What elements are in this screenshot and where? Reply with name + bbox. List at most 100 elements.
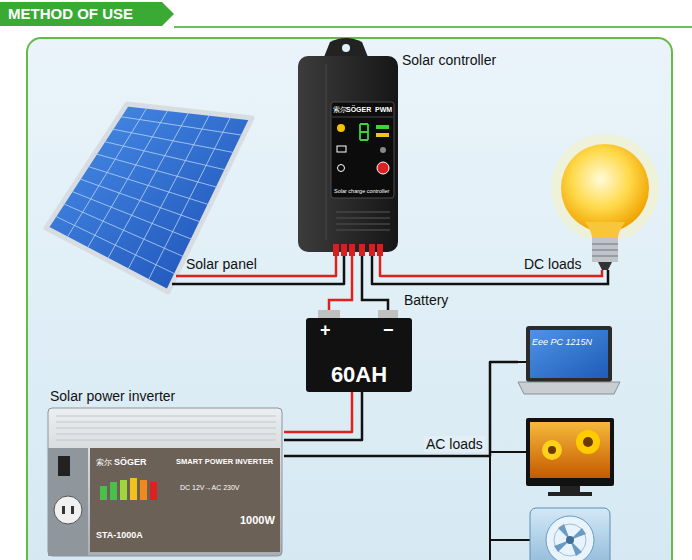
controller-body [298,56,398,252]
wire [351,256,354,290]
indicator-bar [150,482,157,500]
tv-frame [526,418,614,486]
base-ridges [592,244,618,256]
wire [380,256,520,276]
part-label: Solar controller [402,52,496,68]
wire [284,396,352,432]
power-rating: 1000W [240,514,275,527]
battery-figure [306,290,412,396]
device-caption: Solar charge controller [334,188,389,194]
solar-cell-grid [54,106,244,281]
seven-segment-digit [360,124,368,140]
ac-branch-line [518,361,526,363]
controller-figure [298,38,398,256]
laptop-figure [518,326,620,394]
battery-node: Battery60AH [300,290,460,396]
sun-icon [337,124,345,132]
part-label: DC loads [524,256,582,272]
flower-centre [583,437,593,447]
flower [542,440,562,460]
banner-rule [174,26,692,28]
indicator-bar [130,478,137,500]
flower-centre [548,446,556,454]
bulb-globe [561,144,649,232]
indicator-bar [140,480,147,500]
tv-screen [530,422,610,478]
bulb-neck [585,222,625,238]
inverter-node: Solar power inverter [44,386,284,558]
mounting-hole [342,44,350,52]
indicator-bar [100,486,107,500]
wire-connector [352,256,362,290]
wire-label: AC loads [424,436,485,452]
fan-grille [554,524,586,556]
negative-terminal [378,310,398,318]
battery-wire-stub [362,290,388,310]
inverter-ribs [56,416,276,440]
laptop-base [518,382,620,394]
panel-wire-stub [176,275,268,278]
terminal-block [333,244,383,256]
wire-connector [284,396,362,440]
status-bar [376,133,389,137]
ac-bus-line [489,456,491,560]
mode-text: PWM [375,106,392,114]
load-button [377,162,389,174]
wire [268,256,344,284]
socket-hole [62,506,65,514]
polarity-sign: + [320,320,331,341]
part-label: Battery [404,292,448,308]
controller-display [331,102,394,198]
ac-branch-line [490,539,530,541]
fan-hub [566,536,574,544]
wire-connector [268,256,344,284]
fan-blades [554,524,586,556]
controller-node: Solar controller [296,40,516,256]
wire [361,256,364,290]
battery-wire-stub [351,392,354,396]
bulb-glow [551,134,659,242]
positive-terminal [318,310,340,318]
title-banner [0,2,174,26]
vent-ridges [336,212,390,230]
rating-text: DC 12V→AC 230V [180,484,240,492]
ac-socket [54,496,82,524]
power-switch [58,456,70,476]
display-divider [332,117,393,118]
battery-body [306,318,412,392]
screen-text: Eee PC 1215N [532,337,592,347]
battery-wire-stub [329,290,352,310]
inverter-end-cap [48,448,88,556]
indicator-bar [120,480,127,500]
tv-figure [526,418,614,496]
content-panel [27,38,672,560]
socket-hole [71,506,74,514]
inverter-body [48,408,282,556]
laptop-lid [526,326,612,382]
wire [284,362,518,456]
dc-load-node: DC loads [520,140,660,290]
tv-foot [548,492,592,496]
part-label: Solar power inverter [50,388,175,404]
solar-panel-figure [46,104,268,292]
load-icon [338,165,345,172]
battery-wire-stub [361,392,364,396]
brand-text: SÖGER [346,106,371,114]
inverter-figure [48,408,282,556]
polarity-sign: − [383,320,394,341]
bulb-figure [520,134,659,284]
solar-panel-node: Solar panel [44,100,268,292]
brand-text: 索尔 [96,458,112,467]
body-seam [326,64,327,240]
fan-grille [546,516,594,560]
product-name: SMART POWER INVERTER [176,458,273,467]
wire [268,256,336,276]
inverter-front-panel [90,448,280,552]
part-label: Solar panel [186,256,257,272]
wire [372,256,520,284]
laptop-screen [530,330,608,378]
